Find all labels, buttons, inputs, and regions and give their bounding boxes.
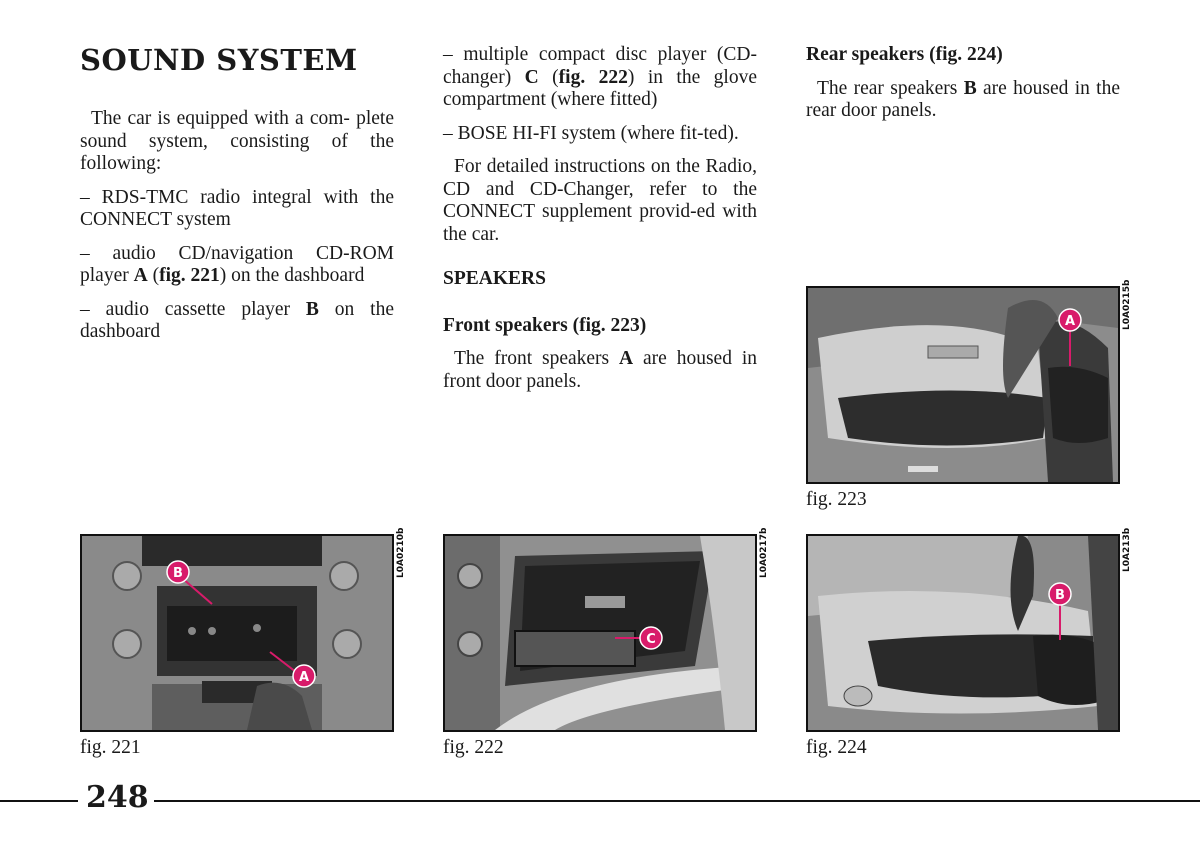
callout-a-221: A [299, 670, 309, 685]
speakers-heading: SPEAKERS [443, 268, 546, 289]
figure-221-code: L0A0210b [396, 527, 406, 578]
item-changer-post: ) in the glove compartment (where fitted… [443, 66, 757, 111]
item-cassette-letter: B [305, 298, 319, 320]
front-speakers-heading: Front speakers (fig. 223) [443, 314, 647, 336]
front-speakers-post: are housed in front door panels. [443, 348, 758, 392]
item-cd-player: – audio CD/navigation CD-ROM player A (f… [80, 243, 394, 288]
instructions-paragraph: For detailed instructions on the Radio, … [443, 156, 757, 245]
callout-b-224: B [1055, 588, 1065, 603]
figure-224-image: B [806, 534, 1120, 732]
callout-b-221: B [173, 566, 183, 581]
item-changer-letter: C [524, 66, 539, 88]
intro-line-1: The car is equipped with a com- [91, 108, 350, 129]
item-bose: – BOSE HI-FI system (where fit-ted). [443, 122, 739, 144]
item-cd-letter: A [133, 265, 148, 286]
front-speakers-text: The front speakers [454, 348, 620, 369]
callout-c-222: C [646, 632, 656, 647]
item-cd-text: – audio CD/navigation CD-ROM player [80, 242, 394, 287]
rear-speakers-letter: B [963, 77, 977, 99]
item-cassette-post: on the dashboard [80, 298, 394, 343]
rear-speakers-text: The rear speakers [817, 77, 964, 99]
item-cassette-text: – audio cassette player [80, 298, 306, 320]
front-speakers-letter: A [619, 348, 634, 369]
figure-221-image: B A [80, 534, 394, 732]
intro-paragraph: The car is equipped with a com- plete so… [80, 108, 394, 176]
figure-223-code: L0A0215b [1122, 279, 1132, 330]
column-right: Rear speakers (fig. 224) The rear speake… [806, 44, 1120, 134]
rear-speakers-post: are housed in the rear door panels. [806, 77, 1120, 122]
rear-speakers-paragraph: The rear speakers B are housed in the re… [806, 78, 1120, 123]
column-middle: – multiple compact disc player (CD-chang… [443, 44, 757, 404]
item-changer-mid: ( [538, 66, 559, 88]
page-number: 248 [86, 780, 149, 815]
callout-a-223: A [1065, 314, 1075, 329]
figure-222-caption: fig. 222 [443, 737, 504, 758]
item-cassette-player: – audio cassette player B on the dashboa… [80, 299, 394, 344]
footer-rule-left [0, 800, 78, 802]
figure-223-caption: fig. 223 [806, 489, 867, 510]
item-changer-text: – multiple compact disc player (CD-chang… [443, 44, 757, 88]
figure-224-code: L0A213b [1122, 527, 1132, 572]
item-changer-fig-ref: fig. 222 [558, 66, 628, 88]
column-left: SOUND SYSTEM The car is equipped with a … [80, 40, 394, 355]
item-cd-fig-ref: fig. 221 [159, 265, 220, 286]
item-cd-post: ) on the dashboard [219, 265, 365, 286]
rear-speakers-heading: Rear speakers (fig. 224) [806, 44, 1003, 65]
item-cd-mid: ( [147, 265, 160, 286]
front-speakers-paragraph: The front speakers A are housed in front… [443, 348, 757, 393]
figure-221-caption: fig. 221 [80, 737, 141, 758]
page-title: SOUND SYSTEM [80, 43, 358, 77]
intro-line-2: plete sound system, consisting of the fo… [80, 108, 394, 174]
figure-222-code: L0A0217b [759, 527, 769, 578]
item-cd-changer: – multiple compact disc player (CD-chang… [443, 44, 757, 112]
figure-222-image: C [443, 534, 757, 732]
figure-224-caption: fig. 224 [806, 737, 867, 758]
item-rds-radio: – RDS-TMC radio integral with the CONNEC… [80, 186, 394, 231]
figure-223-image: A [806, 286, 1120, 484]
footer-rule-right [154, 800, 1200, 802]
